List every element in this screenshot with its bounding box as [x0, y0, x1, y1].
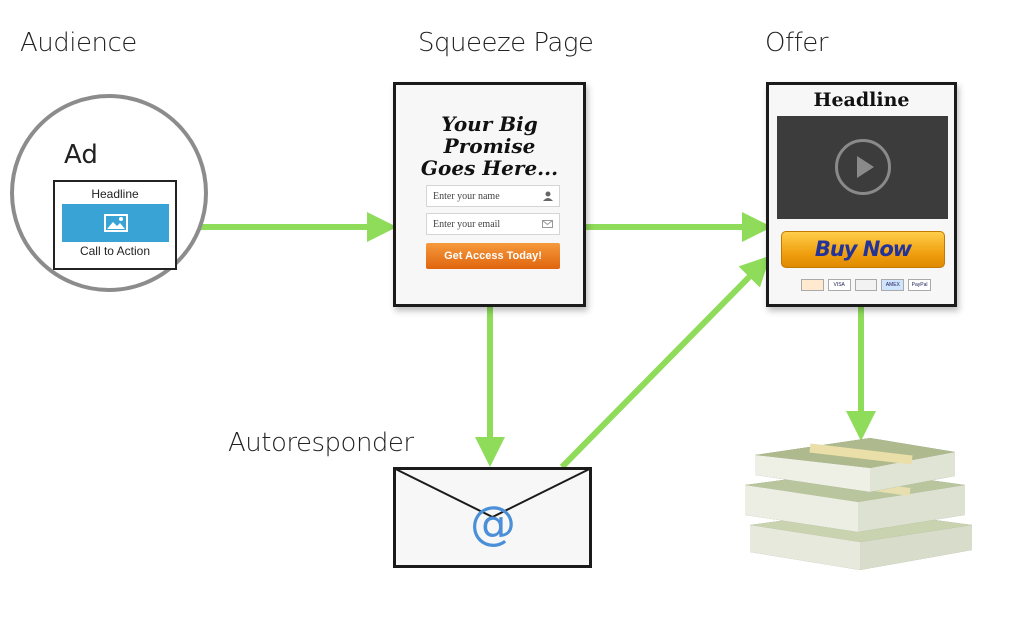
label-autoresponder: Autoresponder [228, 428, 414, 458]
squeeze-page-mockup: Your Big Promise Goes Here... Enter your… [393, 82, 586, 307]
card-mastercard [801, 279, 824, 291]
image-icon [104, 214, 128, 232]
ad-image [62, 204, 169, 242]
card-visa: VISA [827, 279, 851, 291]
squeeze-promise-line1: Your Big Promise [441, 112, 538, 158]
ad-call-to-action: Call to Action [79, 244, 151, 258]
card-amex: AMEX [881, 279, 905, 291]
card-generic [854, 279, 878, 291]
user-icon [543, 191, 553, 201]
offer-headline: Headline [813, 89, 910, 111]
buy-now-button[interactable]: Buy Now [781, 231, 945, 268]
ad-card: Headline Call to Action [53, 180, 177, 270]
email-field[interactable]: Enter your email [426, 213, 560, 235]
at-symbol: @ [470, 496, 516, 550]
video-player[interactable] [777, 116, 948, 219]
ad-headline: Headline [91, 187, 139, 201]
offer-page-mockup: Headline Buy Now VISA AMEX PayPal [766, 82, 957, 307]
name-field-placeholder: Enter your name [433, 191, 500, 202]
label-audience: Audience [20, 28, 137, 58]
name-field[interactable]: Enter your name [426, 185, 560, 207]
mail-icon [542, 220, 553, 228]
label-squeeze-page: Squeeze Page [418, 28, 594, 58]
envelope-icon: @ [393, 467, 592, 568]
ad-title: Ad [64, 140, 98, 170]
money-stack-icon [745, 438, 972, 570]
card-paypal: PayPal [908, 279, 931, 291]
get-access-button[interactable]: Get Access Today! [426, 243, 560, 269]
squeeze-promise: Your Big Promise Goes Here... [396, 113, 583, 179]
email-field-placeholder: Enter your email [433, 219, 501, 230]
arrow-autoresponder-to-offer [559, 255, 771, 470]
payment-cards: VISA AMEX PayPal [801, 279, 931, 291]
label-offer: Offer [765, 28, 828, 58]
squeeze-promise-line2: Goes Here... [420, 156, 559, 180]
money-stack-top [755, 438, 955, 492]
play-icon[interactable] [835, 139, 891, 195]
